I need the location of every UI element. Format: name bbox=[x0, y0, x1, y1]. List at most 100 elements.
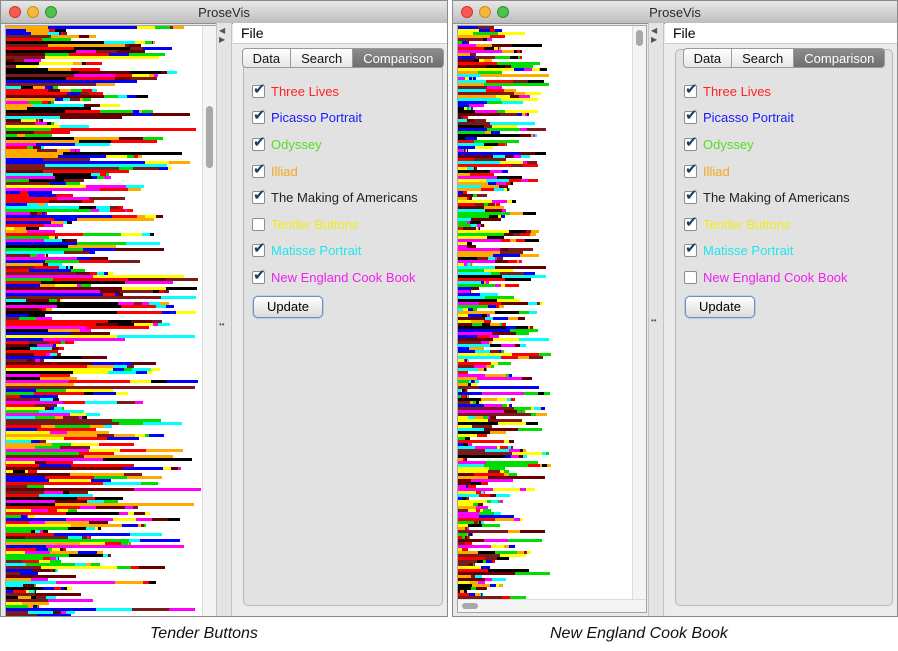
matisse-portrait-label[interactable]: Matisse Portrait bbox=[703, 243, 794, 259]
minimize-window-button[interactable] bbox=[27, 6, 39, 18]
vertical-scrollbar[interactable] bbox=[202, 26, 216, 616]
viz-segment bbox=[493, 512, 501, 515]
menu-file[interactable]: File bbox=[673, 25, 696, 41]
three-lives-label[interactable]: Three Lives bbox=[271, 83, 339, 99]
making-of-americans-checkbox[interactable] bbox=[684, 186, 698, 206]
illiad-checkbox[interactable] bbox=[252, 160, 266, 180]
split-pane-divider[interactable]: ◀ ▶ •• bbox=[648, 23, 664, 616]
viz-segment bbox=[53, 452, 79, 455]
illiad-label[interactable]: Illiad bbox=[271, 163, 298, 179]
visualization-canvas[interactable] bbox=[457, 25, 647, 613]
making-of-americans-label[interactable]: The Making of Americans bbox=[271, 190, 418, 206]
update-button[interactable]: Update bbox=[253, 296, 323, 318]
viz-segment bbox=[99, 209, 110, 212]
comparison-item-matisse-portrait[interactable]: Matisse Portrait bbox=[252, 238, 438, 265]
scroll-thumb[interactable] bbox=[206, 106, 213, 168]
viz-row bbox=[458, 554, 526, 557]
comparison-item-illiad[interactable]: Illiad bbox=[684, 158, 888, 185]
viz-row bbox=[458, 206, 504, 209]
horizontal-scrollbar[interactable] bbox=[458, 599, 646, 612]
viz-segment bbox=[35, 590, 36, 593]
comparison-item-making-of-americans[interactable]: The Making of Americans bbox=[684, 184, 888, 211]
viz-segment bbox=[21, 119, 37, 122]
comparison-item-odyssey[interactable]: Odyssey bbox=[252, 131, 438, 158]
viz-segment bbox=[514, 407, 531, 410]
making-of-americans-checkbox[interactable] bbox=[252, 186, 266, 206]
illiad-label[interactable]: Illiad bbox=[703, 163, 730, 179]
comparison-item-picasso-portrait[interactable]: Picasso Portrait bbox=[684, 105, 888, 132]
tab-comparison[interactable]: Comparison bbox=[794, 48, 886, 68]
close-window-button[interactable] bbox=[9, 6, 21, 18]
odyssey-label[interactable]: Odyssey bbox=[271, 136, 322, 152]
split-pane-divider[interactable]: ◀ ▶ •• bbox=[216, 23, 232, 616]
odyssey-checkbox[interactable] bbox=[684, 133, 698, 153]
tab-data[interactable]: Data bbox=[682, 48, 733, 68]
update-button[interactable]: Update bbox=[685, 296, 755, 318]
tab-search[interactable]: Search bbox=[291, 48, 354, 68]
minimize-window-button[interactable] bbox=[479, 6, 491, 18]
viz-segment bbox=[474, 446, 497, 449]
matisse-portrait-label[interactable]: Matisse Portrait bbox=[271, 243, 362, 259]
viz-segment bbox=[485, 341, 487, 344]
comparison-item-making-of-americans[interactable]: The Making of Americans bbox=[252, 184, 438, 211]
comparison-item-matisse-portrait[interactable]: Matisse Portrait bbox=[684, 238, 888, 265]
close-window-button[interactable] bbox=[461, 6, 473, 18]
new-england-cook-book-checkbox[interactable] bbox=[252, 266, 266, 286]
viz-row bbox=[6, 206, 123, 209]
tab-comparison[interactable]: Comparison bbox=[353, 48, 445, 68]
comparison-item-tender-buttons[interactable]: Tender Buttons bbox=[252, 211, 438, 238]
viz-segment bbox=[509, 212, 524, 215]
tab-search[interactable]: Search bbox=[732, 48, 795, 68]
collapse-right-icon[interactable]: ▶ bbox=[219, 35, 226, 44]
new-england-cook-book-label[interactable]: New England Cook Book bbox=[703, 269, 848, 285]
comparison-item-three-lives[interactable]: Three Lives bbox=[252, 78, 438, 105]
comparison-item-picasso-portrait[interactable]: Picasso Portrait bbox=[252, 105, 438, 132]
tender-buttons-label[interactable]: Tender Buttons bbox=[703, 216, 791, 232]
viz-segment bbox=[485, 131, 492, 134]
vertical-scrollbar[interactable] bbox=[632, 26, 646, 612]
picasso-portrait-checkbox[interactable] bbox=[684, 106, 698, 126]
picasso-portrait-label[interactable]: Picasso Portrait bbox=[271, 110, 363, 126]
tender-buttons-label[interactable]: Tender Buttons bbox=[271, 216, 359, 232]
comparison-item-new-england-cook-book[interactable]: New England Cook Book bbox=[684, 264, 888, 291]
viz-segment bbox=[105, 542, 121, 545]
tab-data[interactable]: Data bbox=[241, 48, 292, 68]
menu-file[interactable]: File bbox=[241, 25, 264, 41]
making-of-americans-label[interactable]: The Making of Americans bbox=[703, 190, 850, 206]
viz-row bbox=[6, 551, 103, 554]
horizontal-scroll-thumb[interactable] bbox=[462, 603, 478, 609]
odyssey-label[interactable]: Odyssey bbox=[703, 136, 754, 152]
matisse-portrait-checkbox[interactable] bbox=[252, 239, 266, 259]
new-england-cook-book-checkbox[interactable] bbox=[684, 270, 697, 284]
collapse-left-icon[interactable]: ◀ bbox=[651, 26, 658, 35]
visualization-canvas[interactable] bbox=[5, 25, 217, 616]
viz-row bbox=[458, 365, 494, 368]
comparison-item-illiad[interactable]: Illiad bbox=[252, 158, 438, 185]
zoom-window-button[interactable] bbox=[497, 6, 509, 18]
odyssey-checkbox[interactable] bbox=[252, 133, 266, 153]
comparison-item-odyssey[interactable]: Odyssey bbox=[684, 131, 888, 158]
comparison-item-new-england-cook-book[interactable]: New England Cook Book bbox=[252, 264, 438, 291]
three-lives-checkbox[interactable] bbox=[252, 80, 266, 100]
collapse-right-icon[interactable]: ▶ bbox=[651, 35, 658, 44]
collapse-left-icon[interactable]: ◀ bbox=[219, 26, 226, 35]
matisse-portrait-checkbox[interactable] bbox=[684, 239, 698, 259]
comparison-item-tender-buttons[interactable]: Tender Buttons bbox=[684, 211, 888, 238]
tender-buttons-checkbox[interactable] bbox=[684, 213, 698, 233]
title-bar[interactable]: ProseVis bbox=[453, 1, 897, 24]
tender-buttons-checkbox[interactable] bbox=[252, 217, 265, 231]
picasso-portrait-label[interactable]: Picasso Portrait bbox=[703, 110, 795, 126]
scroll-thumb[interactable] bbox=[636, 30, 643, 46]
new-england-cook-book-label[interactable]: New England Cook Book bbox=[271, 269, 416, 285]
title-bar[interactable]: ProseVis bbox=[1, 1, 447, 24]
three-lives-checkbox[interactable] bbox=[684, 80, 698, 100]
viz-segment bbox=[133, 488, 201, 491]
viz-segment bbox=[133, 512, 145, 515]
viz-segment bbox=[458, 449, 486, 452]
zoom-window-button[interactable] bbox=[45, 6, 57, 18]
illiad-checkbox[interactable] bbox=[684, 160, 698, 180]
three-lives-label[interactable]: Three Lives bbox=[703, 83, 771, 99]
viz-segment bbox=[517, 428, 542, 431]
comparison-item-three-lives[interactable]: Three Lives bbox=[684, 78, 888, 105]
picasso-portrait-checkbox[interactable] bbox=[252, 106, 266, 126]
